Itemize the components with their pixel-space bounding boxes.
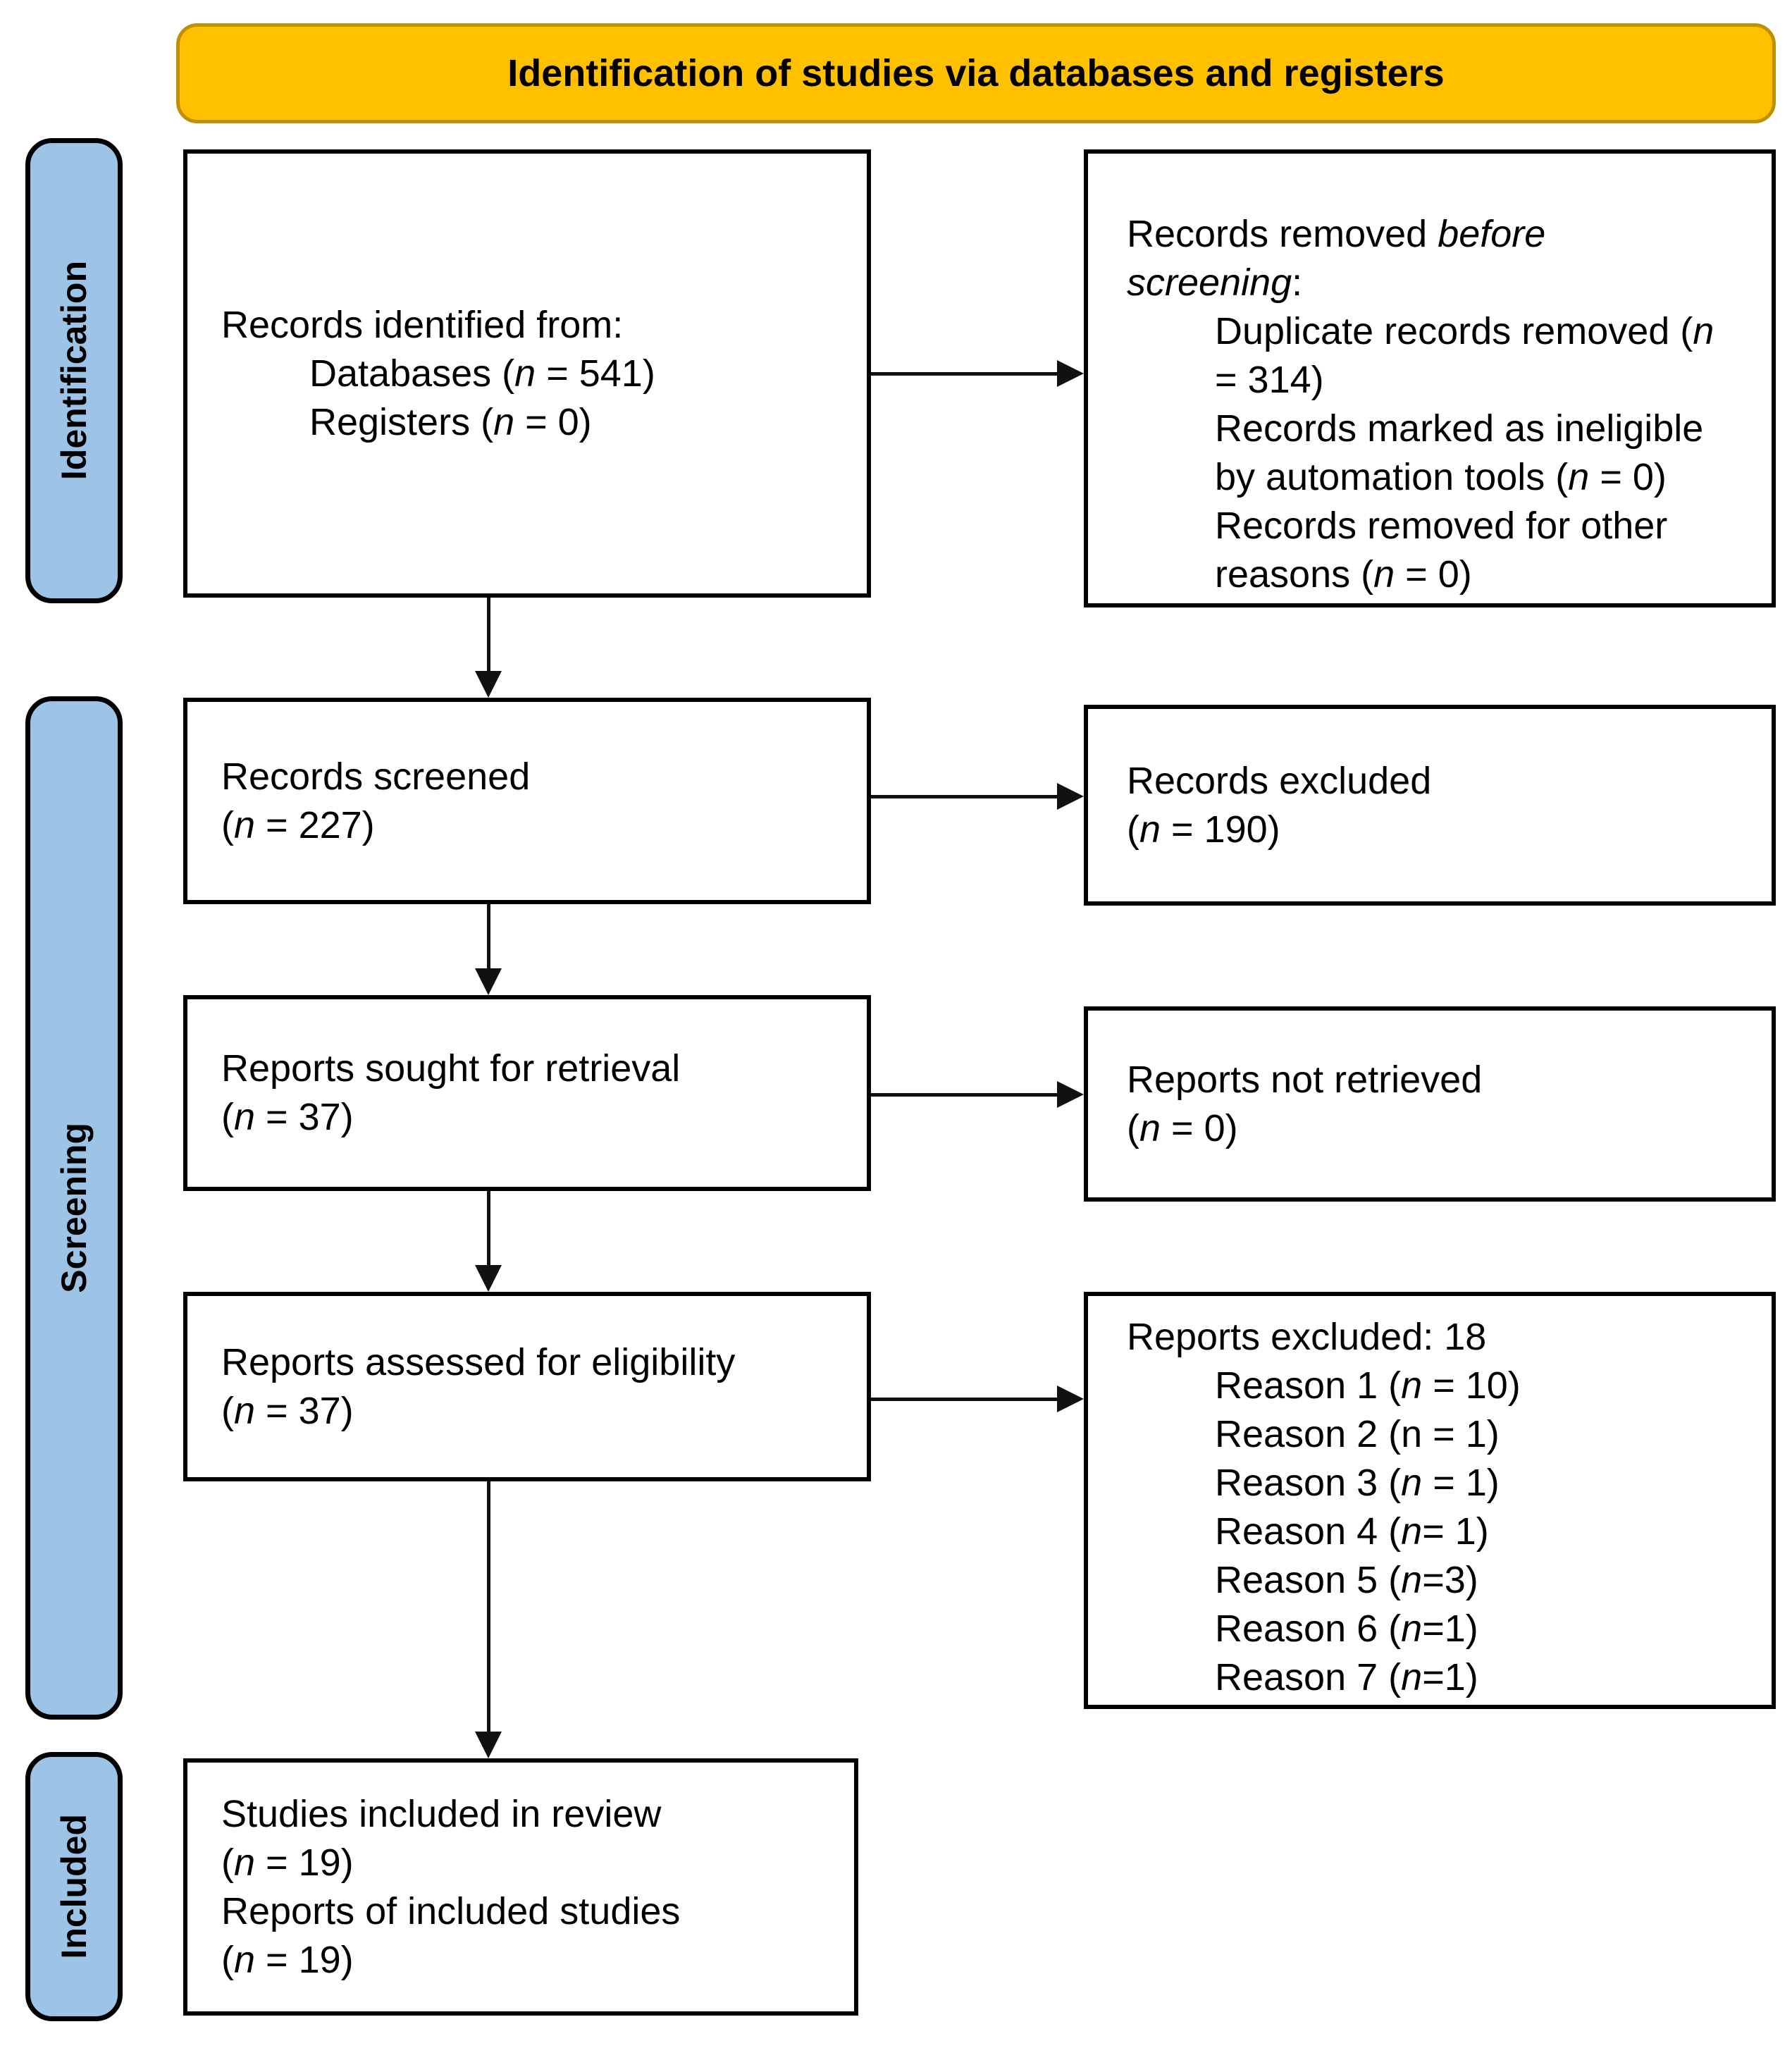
box-reports-sought-for-retrieval: Reports sought for retrieval (n = 37)	[183, 995, 871, 1191]
text-line: Records screened	[221, 755, 531, 798]
stage-label-included-text: Included	[54, 1814, 94, 1959]
box-reports-excluded-reasons: Reports excluded: 18 Reason 1 (n = 10) Rea…	[1084, 1292, 1776, 1709]
text-line: (n = 227)	[221, 803, 375, 846]
stage-label-screening-text: Screening	[54, 1123, 94, 1293]
banner: Identification of studies via databases …	[176, 23, 1776, 123]
box-reports-assessed-for-eligibility: Reports assessed for eligibility (n = 37)	[183, 1292, 871, 1481]
text-line: Databases (n = 541)	[309, 352, 655, 395]
box-records-excluded: Records excluded (n = 190)	[1084, 705, 1776, 906]
text-line: Reason 2 (n = 1)	[1215, 1413, 1500, 1455]
text-line: Reports excluded: 18	[1127, 1316, 1487, 1358]
text-line: reasons (n = 0)	[1215, 553, 1472, 596]
connector-identified-to-screened	[487, 598, 490, 672]
text-line: Reason 6 (n=1)	[1215, 1608, 1478, 1650]
connector-assessed-to-included	[487, 1481, 490, 1733]
text-line: Records removed for other	[1215, 505, 1668, 547]
banner-title: Identification of studies via databases …	[507, 52, 1445, 94]
box-studies-included-in-review: Studies included in review (n = 19) Report…	[183, 1758, 858, 2016]
text-line: Duplicate records removed (n	[1215, 310, 1714, 352]
stage-label-screening: Screening	[25, 696, 123, 1720]
text-line: Reports of included studies	[221, 1889, 681, 1932]
arrow-right-icon	[1057, 1081, 1084, 1108]
arrow-right-icon	[1057, 360, 1084, 387]
arrow-down-icon	[475, 1265, 502, 1292]
arrow-down-icon	[475, 671, 502, 698]
text-line: screening:	[1127, 261, 1303, 304]
connector-assessed-to-reports-excluded	[871, 1398, 1057, 1401]
text-line: (n = 37)	[221, 1389, 354, 1432]
arrow-right-icon	[1057, 1386, 1084, 1412]
text-line: Reason 7 (n=1)	[1215, 1656, 1478, 1698]
text-line: Reason 4 (n= 1)	[1215, 1510, 1489, 1553]
text-line: Studies included in review	[221, 1792, 662, 1835]
text-line: by automation tools (n = 0)	[1215, 456, 1667, 498]
text-line: (n = 19)	[221, 1938, 354, 1981]
box-reports-not-retrieved: Reports not retrieved (n = 0)	[1084, 1006, 1776, 1202]
stage-label-identification: Identification	[25, 138, 123, 603]
text-line: (n = 0)	[1127, 1106, 1238, 1149]
connector-sought-to-assessed	[487, 1191, 490, 1266]
stage-label-identification-text: Identification	[54, 261, 94, 481]
text-line: Reason 5 (n=3)	[1215, 1559, 1478, 1601]
text-line: Records marked as ineligible	[1215, 407, 1704, 450]
arrow-right-icon	[1057, 783, 1084, 810]
connector-sought-to-not-retrieved	[871, 1093, 1057, 1097]
text-line: Reports not retrieved	[1127, 1058, 1483, 1101]
text-line: Reason 1 (n = 10)	[1215, 1364, 1521, 1407]
connector-identified-to-removed	[871, 372, 1057, 376]
text-line: (n = 37)	[221, 1096, 354, 1138]
text-line: Records identified from:	[221, 303, 624, 346]
text-line: Records excluded	[1127, 759, 1432, 802]
box-records-identified: Records identified from: Databases (n = 5…	[183, 149, 871, 598]
stage-label-included: Included	[25, 1752, 123, 2021]
arrow-down-icon	[475, 1732, 502, 1758]
box-records-removed-before-screening: Records removed before screening: Duplicat…	[1084, 149, 1776, 607]
text-line: Reports assessed for eligibility	[221, 1340, 736, 1383]
text-line: Records removed before	[1127, 213, 1546, 255]
text-line: Reports sought for retrieval	[221, 1047, 681, 1090]
text-line: = 314)	[1215, 359, 1324, 401]
connector-screened-to-sought	[487, 904, 490, 970]
box-records-screened: Records screened (n = 227)	[183, 698, 871, 904]
connector-screened-to-excluded	[871, 795, 1057, 798]
arrow-down-icon	[475, 968, 502, 995]
text-line: (n = 19)	[221, 1841, 354, 1884]
text-line: Reason 3 (n = 1)	[1215, 1462, 1500, 1504]
text-line: (n = 190)	[1127, 808, 1280, 851]
text-line: Registers (n = 0)	[309, 400, 592, 443]
